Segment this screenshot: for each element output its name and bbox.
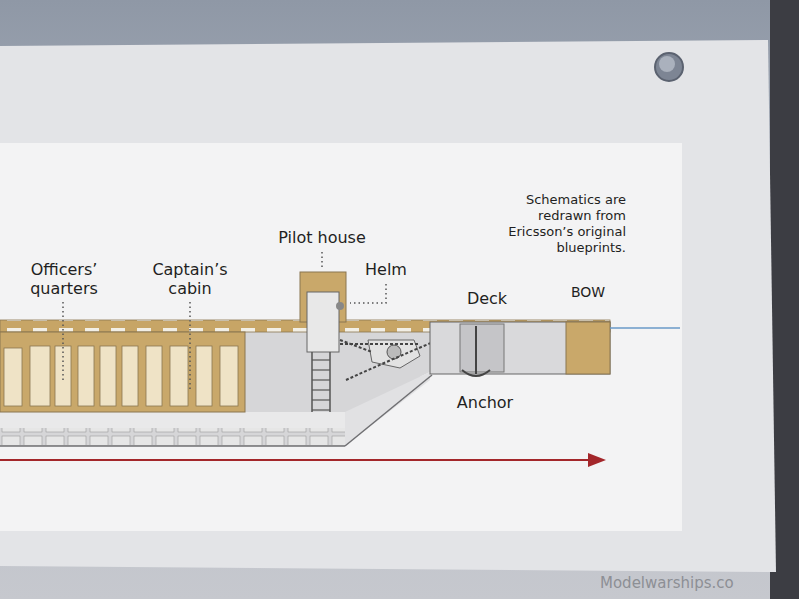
part-label: Deck — [452, 289, 522, 308]
part-label: Helm — [356, 260, 416, 279]
part-label: Officers’ quarters — [18, 260, 110, 298]
part-label: Pilot house — [262, 228, 382, 247]
part-label: Captain’s cabin — [140, 260, 240, 298]
watermark: Modelwarships.co — [600, 574, 790, 593]
note-text: Schematics are redrawn from Ericsson’s o… — [486, 192, 626, 256]
part-label: Anchor — [440, 393, 530, 412]
part-label: BOW — [558, 283, 618, 302]
